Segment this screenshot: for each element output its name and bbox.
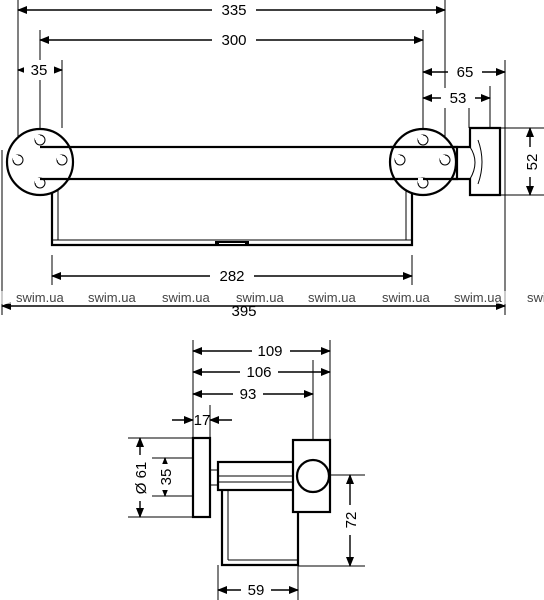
dim-395: 395: [231, 303, 256, 320]
watermark-text: swim.ua: [454, 290, 502, 305]
watermark-text: swim.ua: [88, 290, 136, 305]
dim-35-side: 35: [158, 469, 175, 486]
watermark-row: swim.ua swim.ua swim.ua swim.ua swim.ua …: [0, 290, 544, 305]
watermark-text: swim.ua: [382, 290, 430, 305]
watermark-text: swim.ua: [162, 290, 210, 305]
dim-17: 17: [194, 412, 211, 429]
dim-106: 106: [246, 364, 271, 381]
dim-72: 72: [343, 512, 360, 529]
dim-53: 53: [450, 90, 467, 107]
dim-diameter-61: Ø 61: [133, 462, 150, 495]
dim-52: 52: [524, 154, 541, 171]
watermark-text: swim.ua: [236, 290, 284, 305]
dim-59: 59: [248, 582, 265, 599]
dim-335: 335: [221, 2, 246, 19]
dim-65: 65: [457, 64, 474, 81]
dim-282: 282: [219, 268, 244, 285]
dim-35-top: 35: [31, 62, 48, 79]
watermark-text: swim.ua: [527, 290, 544, 305]
dim-109: 109: [257, 343, 282, 360]
watermark-text: swim.ua: [16, 290, 64, 305]
watermark-text: swim.ua: [308, 290, 356, 305]
top-view: 335 300 35 65 53 52 282 395: [1, 0, 544, 320]
dim-300: 300: [221, 32, 246, 49]
side-view: 109 106 93 17 Ø 61 35 72 59: [128, 340, 365, 600]
dim-93: 93: [240, 386, 257, 403]
